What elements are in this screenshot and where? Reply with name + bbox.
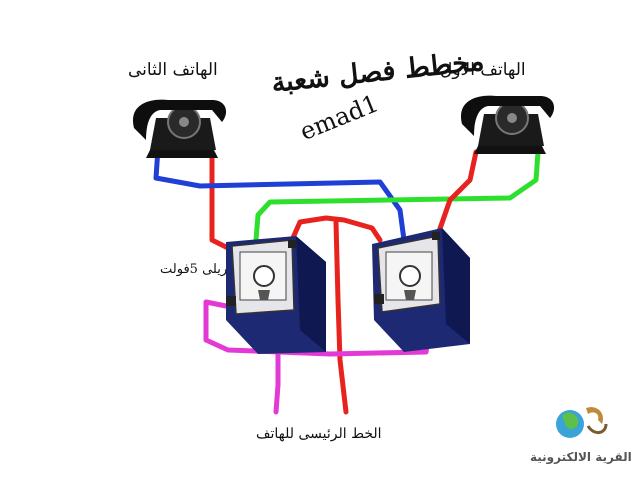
relay-right (372, 228, 470, 352)
logo-text: القرية الالكترونية (530, 450, 632, 464)
wire-red-center (289, 215, 383, 243)
wires (153, 145, 541, 415)
wire-green-phone1 (253, 149, 541, 243)
relay-label: ريلى 5فولت (160, 262, 228, 277)
phone-2-label: الهاتف الثانى (128, 60, 218, 80)
wire-red-phone2 (209, 155, 235, 253)
wire-red-phone1 (433, 149, 479, 243)
telephone-icon (132, 99, 227, 158)
globe-logo-icon (556, 407, 608, 438)
main-line-label: الخط الرئيسى للهاتف (256, 426, 382, 442)
wire-blue-phone2 (153, 145, 407, 243)
wire-red-mainline (333, 219, 349, 415)
relay-left (226, 236, 326, 354)
telephone-icon (460, 95, 555, 154)
phone-1-label: الهاتف الاول (440, 60, 526, 80)
wire-magenta-mainline (273, 351, 281, 415)
